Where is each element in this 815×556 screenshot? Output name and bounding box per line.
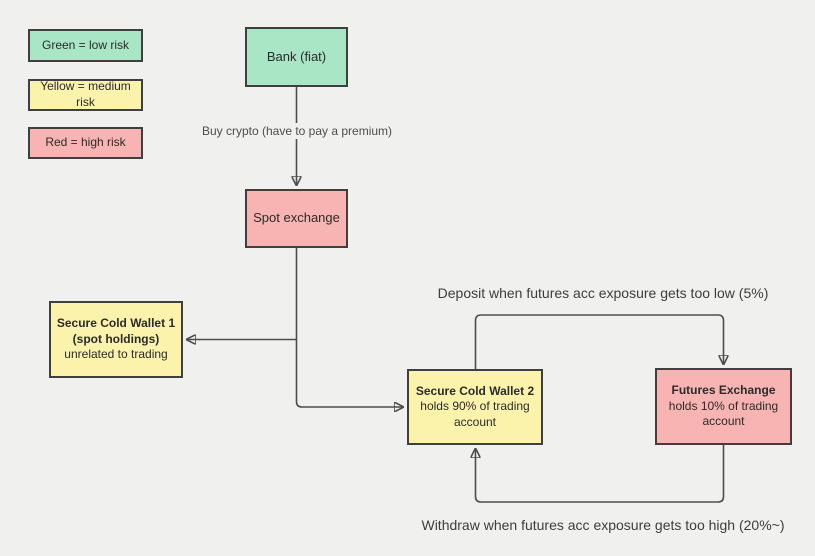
node-futures-exchange: Futures Exchange holds 10% of trading ac… [655, 368, 792, 445]
legend-item-low-risk: Green = low risk [28, 29, 143, 62]
node-secure-cold-wallet-1: Secure Cold Wallet 1 (spot holdings) unr… [49, 301, 183, 378]
legend-item-high-risk: Red = high risk [28, 127, 143, 159]
node-spot-exchange: Spot exchange [245, 189, 348, 248]
legend-label-medium-risk: Yellow = medium risk [40, 79, 131, 109]
edge-label-buy-crypto: Buy crypto (have to pay a premium) [198, 123, 396, 139]
node-secure-cold-wallet-2: Secure Cold Wallet 2 holds 90% of tradin… [407, 369, 543, 445]
edge-spot-exchange-to-cold-wallet-2 [295, 248, 404, 407]
node-futures-exchange-title: Futures Exchange [671, 383, 776, 398]
node-spot-exchange-label: Spot exchange [253, 210, 340, 226]
node-secure-cold-wallet-1-title: Secure Cold Wallet 1 (spot holdings) [56, 316, 176, 346]
edge-label-deposit: Deposit when futures acc exposure gets t… [437, 285, 769, 301]
legend-label-low-risk: Green = low risk [41, 37, 130, 52]
edge-futures-exchange-to-cold-wallet-2 [476, 445, 725, 503]
legend-label-high-risk: Red = high risk [45, 135, 126, 150]
node-secure-cold-wallet-1-body: unrelated to trading [64, 347, 168, 362]
node-bank-fiat-label: Bank (fiat) [266, 48, 327, 64]
node-secure-cold-wallet-2-body: holds 90% of trading account [420, 399, 530, 429]
legend-item-medium-risk: Yellow = medium risk [28, 79, 143, 111]
node-bank-fiat: Bank (fiat) [245, 27, 348, 87]
edge-cold-wallet-2-to-futures-exchange [474, 314, 724, 369]
edge-label-withdraw: Withdraw when futures acc exposure gets … [421, 517, 785, 533]
node-secure-cold-wallet-2-title: Secure Cold Wallet 2 [415, 383, 535, 398]
node-futures-exchange-body: holds 10% of trading account [668, 398, 779, 429]
